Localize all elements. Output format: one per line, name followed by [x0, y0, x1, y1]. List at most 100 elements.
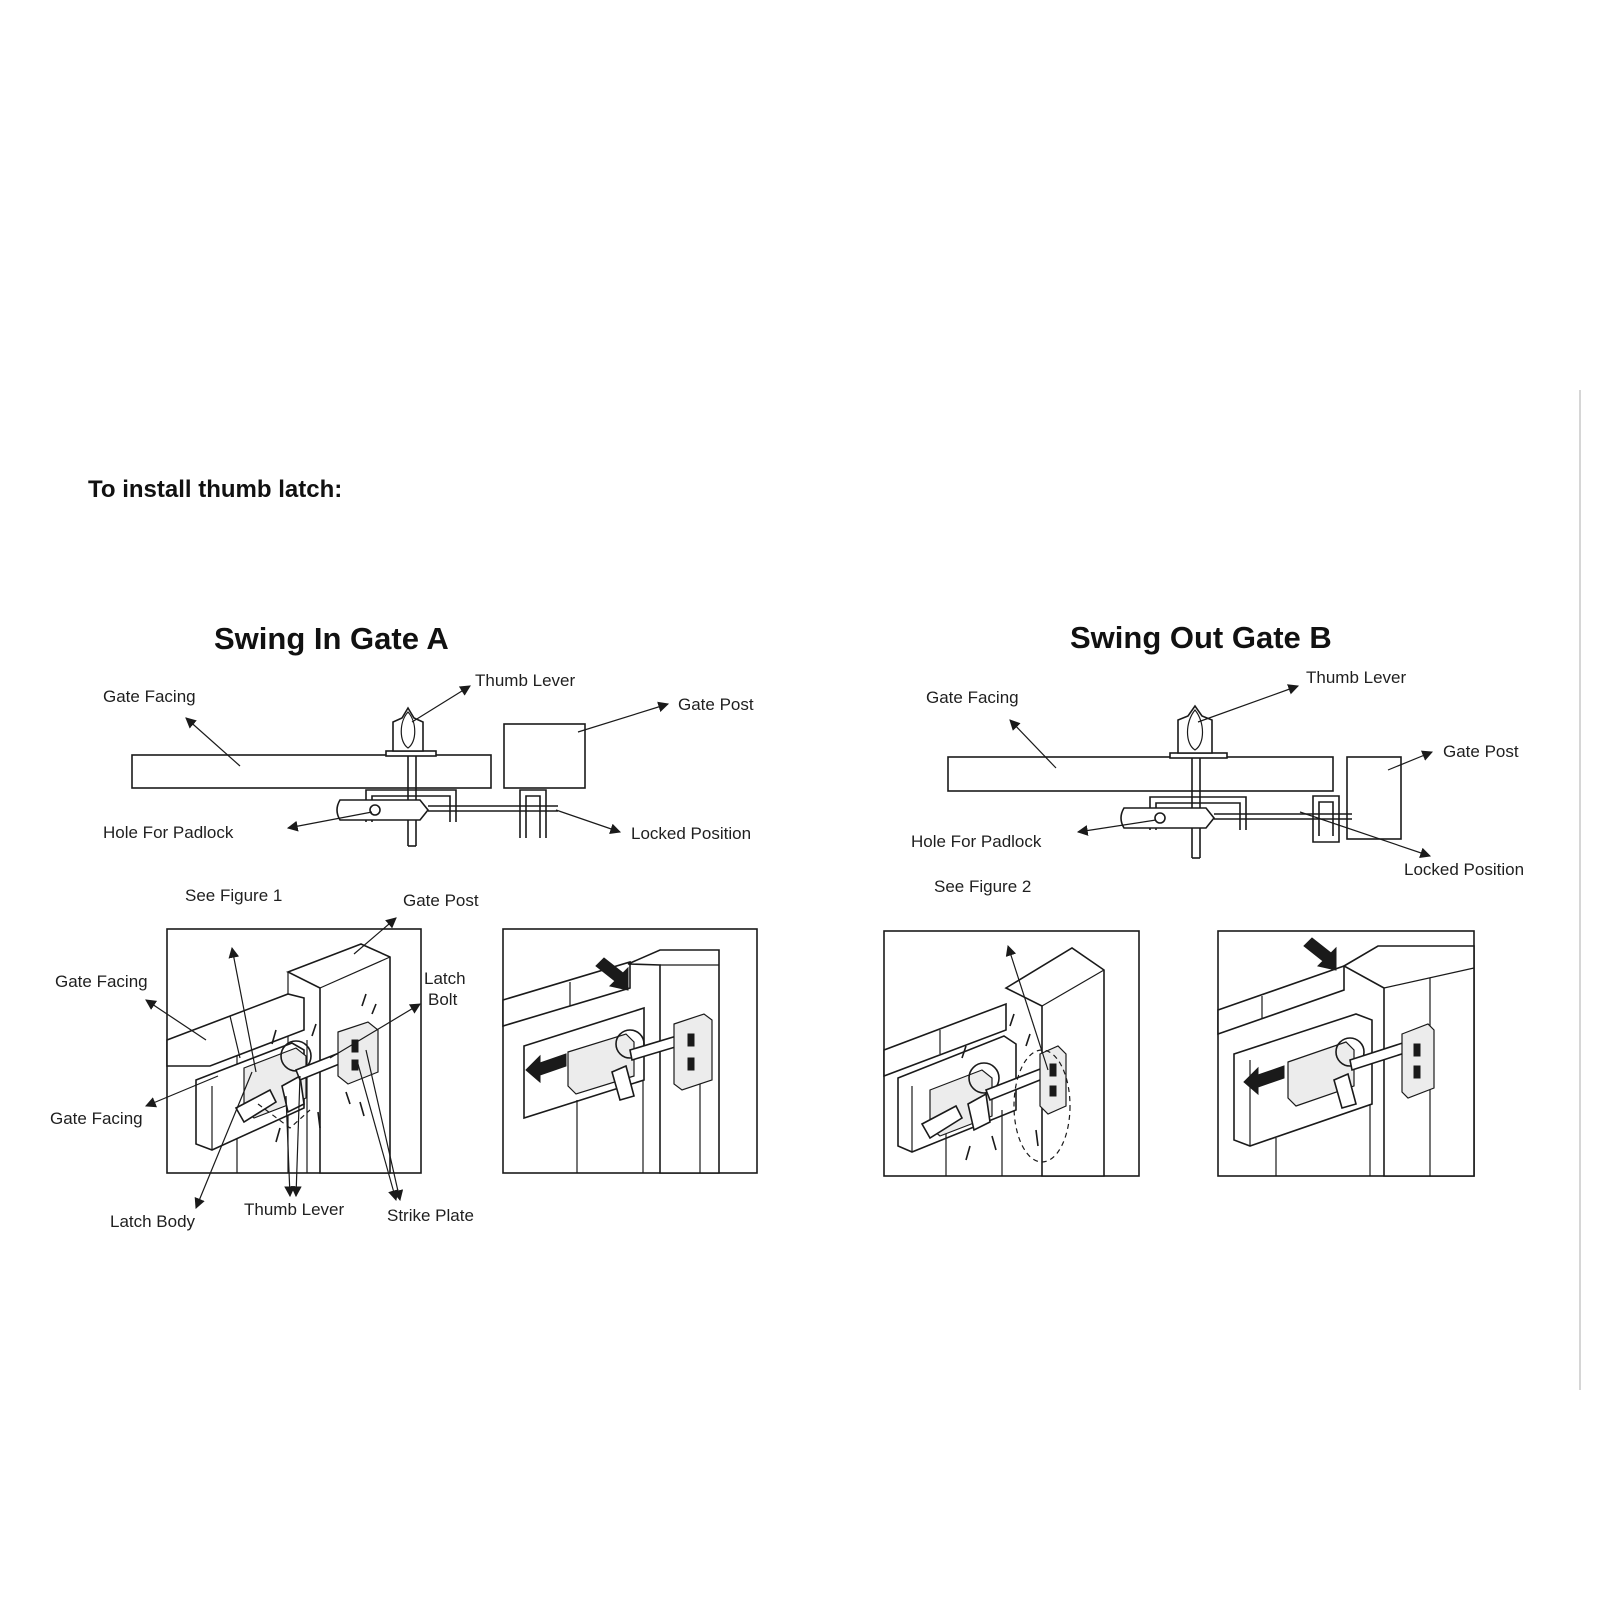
- gate-a-fig1b-strike-slot-2: [687, 1057, 695, 1071]
- gate-a-strike-staple-inner: [525, 795, 541, 838]
- gate-b-fig2b-strike-plate: [1401, 1023, 1435, 1099]
- gate-a-fig1-label-strike-plate: Strike Plate: [387, 1206, 474, 1225]
- gate-a-fig1-arrow-up: [228, 946, 257, 1073]
- gate-a: Swing In Gate A Gate Facing: [50, 621, 758, 1231]
- gate-b-fig2-callout-ellipse: [1013, 1049, 1071, 1163]
- gate-a-fig1-arrow-strike-plate-a: [357, 1063, 399, 1202]
- gate-b-title: Swing Out Gate B: [1070, 620, 1332, 655]
- gate-a-fig1-label-latch-bolt-2: Bolt: [428, 990, 458, 1009]
- gate-b-fig2-arrow-up: [1005, 944, 1049, 1071]
- gate-b-gate-facing-board: [947, 756, 1334, 792]
- gate-b-label-locked-position: Locked Position: [1404, 860, 1524, 879]
- gate-b-thumb-bulb: [1186, 709, 1204, 751]
- gate-b-fig2b-rail: [1217, 964, 1345, 1036]
- gate-a-fig1-arrow-gate-post: [353, 917, 397, 955]
- gate-a-fig1-lever-guide: [257, 1103, 311, 1129]
- gate-a-fig1-arrow-latch-bolt: [329, 1003, 421, 1059]
- gate-a-arrow-thumb-lever: [411, 685, 471, 723]
- gate-a-arrow-gate-post: [577, 701, 670, 733]
- gate-a-arrow-gate-facing: [185, 717, 241, 767]
- gate-a-figure-assembled: [502, 928, 758, 1174]
- gate-a-figure-exploded: [166, 928, 422, 1174]
- gate-b-fig2-strike-slot-2: [1049, 1085, 1057, 1097]
- gate-a-fig1-label-thumb-lever: Thumb Lever: [244, 1200, 344, 1219]
- gate-b-label-hole-for-padlock: Hole For Padlock: [911, 832, 1042, 851]
- gate-b-fig2-rail: [883, 1002, 1007, 1078]
- gate-b-label-gate-facing: Gate Facing: [926, 688, 1019, 707]
- gate-a-fig1b-strike-slot: [687, 1033, 695, 1047]
- gate-b-figure-assembled: [1217, 930, 1475, 1177]
- gate-a-label-thumb-lever: Thumb Lever: [475, 671, 575, 690]
- gate-b-padlock-hole: [1154, 812, 1166, 824]
- gate-b-thumb-lever-icon: [1177, 704, 1213, 754]
- gate-a-gate-post-block: [503, 723, 586, 789]
- motion-arrow-icon: [1303, 937, 1337, 971]
- motion-arrow-icon: [1243, 1065, 1285, 1096]
- gate-b-arrow-thumb-lever: [1197, 684, 1300, 723]
- gate-a-fig1-arrow-strike-plate-b: [365, 1049, 404, 1202]
- gate-b-arrow-gate-facing: [1009, 719, 1057, 769]
- gate-b-see-figure: See Figure 2: [934, 877, 1031, 896]
- gate-b-fig2-strike-slot: [1049, 1063, 1057, 1077]
- gate-b-fig2b-thumb-lever: [1333, 1072, 1357, 1109]
- motion-arrow-icon: [595, 957, 629, 991]
- gate-b-padlock-tab: [1120, 807, 1216, 829]
- gate-a-fig1-label-gate-post: Gate Post: [403, 891, 479, 910]
- gate-b-label-thumb-lever: Thumb Lever: [1306, 668, 1406, 687]
- gate-a-thumb-lever-icon: [392, 706, 424, 752]
- gate-a-fig1-strike-plate: [337, 1021, 379, 1085]
- gate-a-fig1-rail-upper: [166, 993, 305, 1067]
- gate-a-thumb-bulb: [400, 711, 416, 749]
- gate-b-fig2b-latch-ring: [1335, 1037, 1365, 1067]
- gate-b-fig2b-strike-slot: [1413, 1043, 1421, 1057]
- gate-b-fig2-latch-ring: [968, 1062, 1000, 1094]
- screw-icon: [271, 993, 377, 1143]
- gate-a-label-gate-facing: Gate Facing: [103, 687, 196, 706]
- screw-icon: [961, 1013, 1039, 1161]
- gate-b-arrow-gate-post: [1387, 750, 1433, 771]
- section-heading: To install thumb latch:: [88, 476, 342, 503]
- gate-a-fig1-label-latch-bolt-1: Latch: [424, 969, 466, 988]
- gate-b-gate-post-block: [1346, 756, 1402, 840]
- gate-a-title: Swing In Gate A: [214, 621, 449, 656]
- gate-b-fig2b-strike-slot-2: [1413, 1065, 1421, 1079]
- gate-a-label-locked-position: Locked Position: [631, 824, 751, 843]
- gate-b: Swing Out Gate B Gate Facing Thumb Lever…: [883, 620, 1524, 1177]
- gate-b-top-view: [947, 704, 1402, 859]
- gate-a-padlock-tab: [336, 799, 430, 821]
- gate-a-fig1-arrow-thumb-lever-b: [290, 1075, 302, 1198]
- gate-a-padlock-hole: [369, 804, 381, 816]
- gate-a-fig1-arrow-gate-facing-lower: [145, 1075, 219, 1108]
- gate-a-label-gate-post: Gate Post: [678, 695, 754, 714]
- gate-b-fig2-post-edge: [1041, 969, 1105, 1007]
- gate-b-label-gate-post: Gate Post: [1443, 742, 1519, 761]
- gate-a-fig1-strike-slot: [351, 1039, 359, 1053]
- gate-a-label-hole-for-padlock: Hole For Padlock: [103, 823, 234, 842]
- gate-a-arrow-locked-position: [555, 809, 622, 834]
- gate-a-fig1-label-gate-facing-lower: Gate Facing: [50, 1109, 143, 1128]
- gate-a-fig1-thumb-lever: [234, 1088, 278, 1124]
- gate-a-fig1-label-gate-facing-upper: Gate Facing: [55, 972, 148, 991]
- gate-b-arrow-hole-for-padlock: [1076, 819, 1157, 836]
- gate-a-fig1-label-latch-body: Latch Body: [110, 1212, 196, 1231]
- gate-a-top-view: [131, 706, 586, 847]
- gate-a-fig1b-latch-ring: [615, 1029, 645, 1059]
- gate-a-see-figure: See Figure 1: [185, 886, 282, 905]
- gate-b-fig2-thumb-lever: [920, 1104, 964, 1140]
- gate-a-fig1-post-edge: [319, 956, 391, 989]
- gate-a-fig1b-strike-plate: [673, 1013, 713, 1091]
- gate-a-fig1b-rail: [502, 960, 631, 1028]
- gate-a-fig1-arrow-latch-body: [194, 1071, 253, 1209]
- gate-b-arrow-locked-position: [1299, 811, 1432, 858]
- gate-a-fig1-arrow-thumb-lever-a: [284, 1095, 296, 1198]
- gate-a-fig1b-thumb-lever: [611, 1064, 635, 1101]
- gate-a-gate-facing-board: [131, 754, 492, 789]
- gate-a-strike-staple: [519, 789, 547, 838]
- gate-b-fig2-thumb-lower: [967, 1092, 991, 1132]
- gate-b-figure-exploded: [883, 930, 1140, 1177]
- gate-a-fig1-rail-upper-line: [229, 1015, 241, 1059]
- gate-a-arrow-hole-for-padlock: [286, 811, 373, 832]
- gate-b-fig2b-post-edge: [1383, 967, 1475, 989]
- gate-a-fig1-strike-slot-2: [351, 1059, 359, 1071]
